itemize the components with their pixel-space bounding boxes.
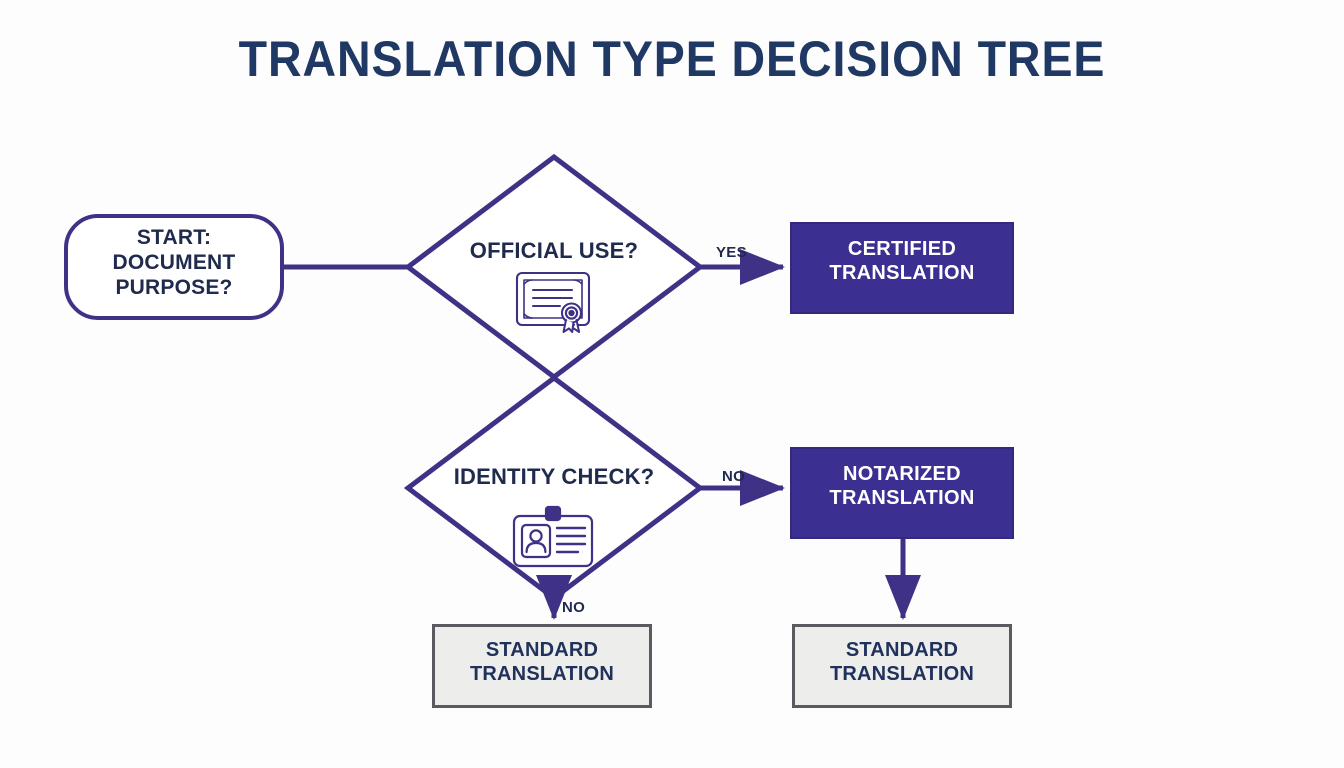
node-start[interactable]	[64, 214, 284, 320]
id-badge-icon	[512, 505, 594, 568]
node-certified-translation[interactable]	[790, 222, 1014, 314]
diamond-official-use[interactable]	[403, 153, 705, 381]
page-title: TRANSLATION TYPE DECISION TREE	[238, 31, 1106, 87]
node-standard-translation-left[interactable]	[432, 624, 652, 708]
node-notarized-translation[interactable]	[790, 447, 1014, 539]
certificate-icon	[515, 271, 591, 333]
node-standard-translation-right[interactable]	[792, 624, 1012, 708]
